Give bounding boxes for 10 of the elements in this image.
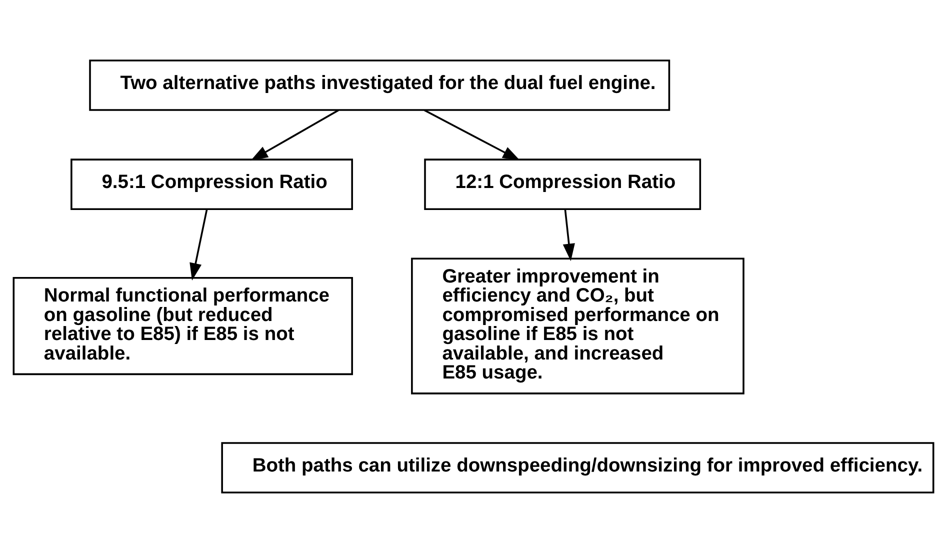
node-box: Normal functional performance on gasoline (but reduced relative to E85) if E85 is not available. <box>12 276 353 375</box>
arrow <box>562 208 575 261</box>
node-box: Greater improvement in efficiency and CO₂, but compromised performance on gasoline if E85 is not available, and increased E85 usage. <box>411 257 744 394</box>
node-box: Two alternative paths investigated for the dual fuel engine. <box>89 59 670 110</box>
arrow <box>424 108 520 160</box>
node-box: 12:1 Compression Ratio <box>424 158 702 210</box>
node-box: 9.5:1 Compression Ratio <box>70 158 353 210</box>
arrow <box>190 208 208 280</box>
arrow <box>250 108 339 160</box>
node-box: Both paths can utilize downspeeding/downsizing for improved efficiency. <box>221 442 934 493</box>
